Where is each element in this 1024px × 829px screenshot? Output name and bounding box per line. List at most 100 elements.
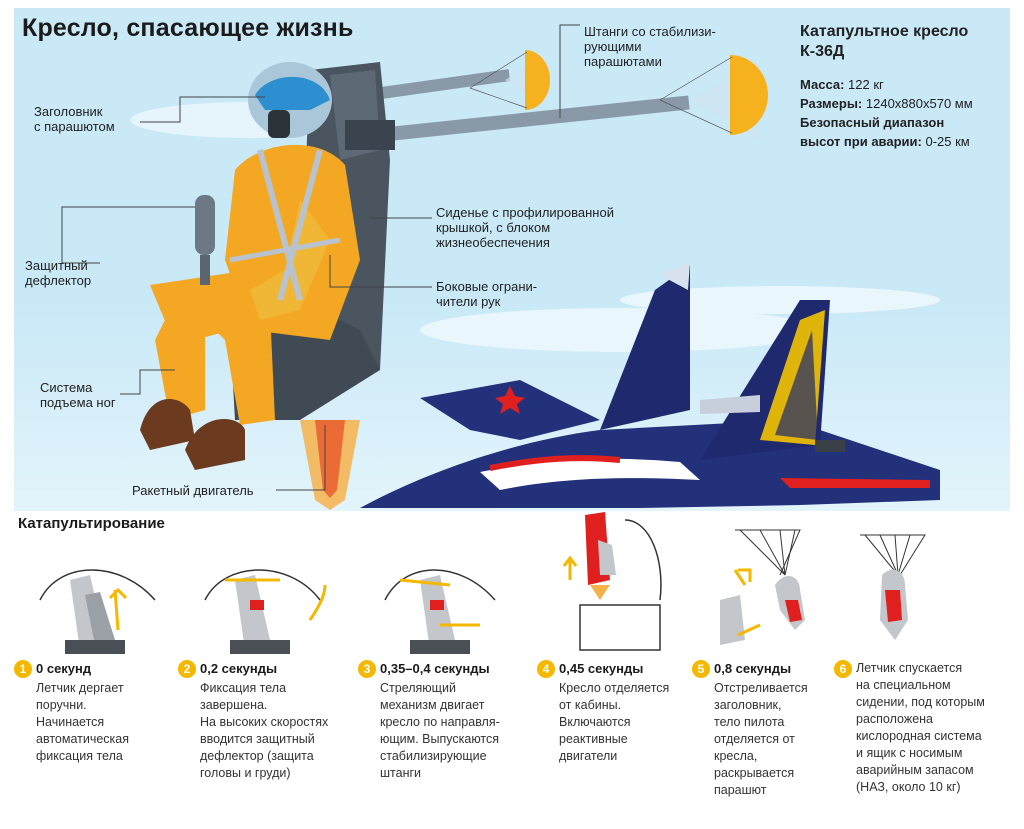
pilot-helmet [248,62,332,138]
step-3-number: 3 [358,660,376,678]
callout-arms: Боковые ограни- чители рук [436,279,537,309]
step-1-line: автоматическая [36,732,130,746]
callout-headrest-line2: с парашютом [34,119,115,134]
callout-line-rods [559,24,580,118]
step-2-icon [204,569,327,654]
step-6-line: аварийным запасом [856,763,974,777]
step-6-icon [860,534,926,640]
step-5-line: тело пилота [714,715,785,729]
callout-arms-line2: чители рук [436,294,501,309]
spec-range-label-line2: высот при аварии: [800,134,922,149]
cloud [620,286,940,314]
callout-engine: Ракетный двигатель [132,483,254,498]
spec-mass-row: Масса: 122 кг [800,76,1010,93]
pilot-figure [140,144,360,470]
step-4-line: Включаются [559,715,631,729]
step-1-text: Летчик дергает поручни. Начинается автом… [36,680,186,765]
step-5-line: кресла, [714,749,758,763]
step-5-line: раскрывается [714,766,795,780]
stabilizing-parachute-small [469,50,550,110]
step-4-title: 0,45 секунды [559,661,644,676]
stabilizing-parachute-large [659,55,768,135]
section-title: Катапультирование [18,515,165,532]
callout-seat-line1: Сиденье с профилированной [436,205,614,220]
step-2-line: дефлектор (защита [200,749,314,763]
callout-headrest-line1: Заголовник [34,104,103,119]
step-5-line: парашют [714,783,767,797]
step-4-number: 4 [537,660,555,678]
step-4-icon [562,512,662,651]
step-2-text: Фиксация тела завершена. На высоких скор… [200,680,350,782]
callout-rods-line3: парашютами [584,54,662,69]
callout-arms-line1: Боковые ограни- [436,279,538,294]
step-5-text: Отстреливается заголовник, тело пилота о… [714,680,864,799]
callout-rods-line2: рующими [584,39,642,54]
step-1-line: Начинается [36,715,105,729]
spec-range-label-line1: Безопасный диапазон [800,115,945,130]
spec-mass-value: 122 кг [848,77,884,92]
callout-deflector-line2: дефлектор [25,273,92,288]
step-2-line: вводится защитный [200,732,315,746]
step-2-line: Фиксация тела [200,681,287,695]
callout-line-headrest [140,96,265,123]
step-5-line: заголовник, [714,698,782,712]
callout-deflector-line1: Защитный [25,258,88,273]
step-5-line: Отстреливается [714,681,808,695]
callout-line-engine [276,425,326,491]
spec-heading-line1: Катапультное кресло [800,23,969,40]
step-3-line: Стреляющий [380,681,456,695]
callout-line-arms [329,255,432,288]
spec-range-row2: высот при аварии: 0-25 км [800,133,1010,150]
callout-legs-line1: Система [40,380,93,395]
callout-seat: Сиденье с профилированной крышкой, с бло… [436,205,614,250]
step-5-number: 5 [692,660,710,678]
step-1-icon [39,569,156,654]
step-3-line: штанги [380,766,422,780]
step-6-line: (НАЗ, около 10 кг) [856,780,961,794]
callout-line-legs [120,369,175,395]
spec-mass-label: Масса: [800,77,845,92]
spec-size-row: Размеры: 1240x880x570 мм [800,95,1010,112]
step-6-line: на специальном [856,678,951,692]
step-5-icon [720,529,805,645]
step-1-line: Летчик дергает [36,681,124,695]
protective-deflector [195,195,215,285]
spec-heading-line2: К-36Д [800,43,845,60]
step-4-line: двигатели [559,749,618,763]
spec-range-value: 0-25 км [925,134,970,149]
step-3-line: стабилизирующие [380,749,487,763]
step-2-line: головы и груди) [200,766,291,780]
callout-deflector: Защитный дефлектор [25,258,91,288]
page-title: Кресло, спасающее жизнь [22,14,354,42]
step-2-line: На высоких скоростях [200,715,329,729]
step-3-text: Стреляющий механизм двигает кресло по на… [380,680,530,782]
step-4-line: от кабины. [559,698,622,712]
step-2-title: 0,2 секунды [200,661,278,676]
step-6-number: 6 [834,660,852,678]
step-1-line: фиксация тела [36,749,123,763]
step-6-line: Летчик спускается [856,661,963,675]
step-6-line: кислородная система [856,729,982,743]
step-3-line: механизм двигает [380,698,485,712]
callout-rods-line1: Штанги со стабилизи- [584,24,716,39]
step-6-text: Летчик спускается на специальном сидении… [856,660,1006,796]
step-4-line: Кресло отделяется [559,681,670,695]
rocket-flame [300,420,360,510]
step-5-line: отделяется от [714,732,795,746]
step-4-text: Кресло отделяется от кабины. Включаются … [559,680,709,765]
step-1-title: 0 секунд [36,661,92,676]
spec-box: Катапультное кресло К-36Д Масса: 122 кг … [800,22,1010,150]
spec-size-label: Размеры: [800,96,863,111]
spec-size-value: 1240x880x570 мм [865,96,973,111]
callout-legs-line2: подъема ног [40,395,116,410]
step-3-title: 0,35–0,4 секунды [380,661,490,676]
step-3-line: ющим. Выпускаются [380,732,500,746]
step-1-number: 1 [14,660,32,678]
step-3-line: кресло по направля- [380,715,500,729]
step-6-line: расположена [856,712,934,726]
callout-rods: Штанги со стабилизи- рующими парашютами [584,24,716,69]
callout-lines [61,24,580,491]
step-4-line: реактивные [559,732,628,746]
jet-aircraft [360,262,940,508]
